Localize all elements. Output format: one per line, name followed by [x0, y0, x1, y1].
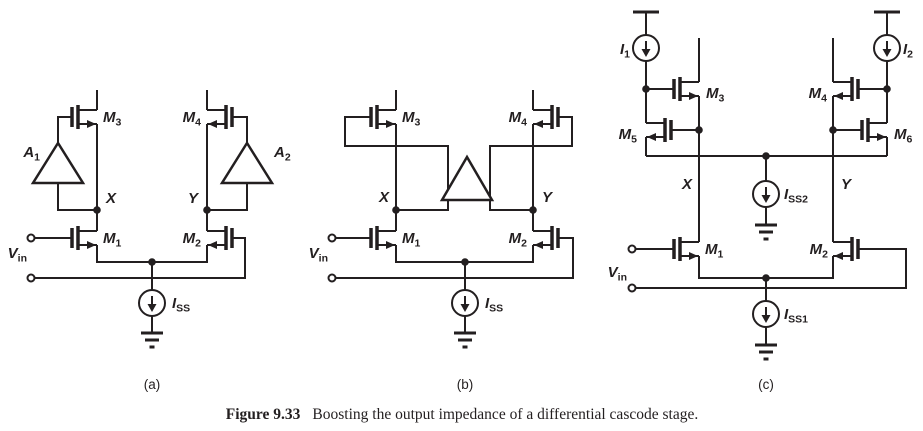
label-node-y-a: Y [188, 190, 200, 207]
label-node-y-b: Y [542, 189, 554, 206]
ground-b [454, 331, 476, 349]
label-node-x-c: X [681, 176, 693, 193]
label-m3-c: M3 [706, 85, 725, 105]
label-node-x-a: X [105, 190, 117, 207]
label-i2-c: I2 [903, 41, 913, 61]
label-m2-a: M2 [183, 230, 202, 250]
current-source-iss-a [138, 289, 166, 317]
label-m3-b: M3 [402, 109, 421, 129]
junction-dots-c [642, 85, 891, 282]
label-iss-a: ISS [172, 295, 190, 315]
mosfet-m3-b [369, 105, 396, 129]
current-source-iss2-c [752, 180, 780, 208]
subfigure-tag-a: (a) [144, 377, 161, 392]
label-node-y-c: Y [841, 176, 853, 193]
input-terminal-minus-a [26, 273, 36, 283]
label-m4-b: M4 [509, 109, 528, 129]
label-vin-c: Vin [608, 264, 627, 284]
figure-caption-number: Figure 9.33 [226, 406, 301, 423]
label-m3-a: M3 [103, 109, 122, 129]
current-source-i2-c [873, 34, 901, 62]
label-m4-a: M4 [183, 109, 202, 129]
input-terminal-minus-b [327, 273, 337, 283]
label-m2-b: M2 [509, 230, 528, 250]
label-m2-c: M2 [810, 241, 829, 261]
label-a1: A1 [22, 144, 40, 164]
label-i1-c: I1 [620, 41, 630, 61]
label-node-x-b: X [378, 189, 390, 206]
mosfet-m4-a [207, 105, 234, 129]
subfigure-tag-b: (b) [457, 377, 474, 392]
label-m4-c: M4 [809, 85, 828, 105]
circuit-c: I1 I2 M3 M4 M5 M6 X Y ISS2 M1 M2 Vin ISS… [608, 10, 913, 392]
label-a2: A2 [273, 144, 291, 164]
label-m1-c: M1 [705, 241, 724, 261]
mosfet-m1-c [672, 237, 699, 261]
circuit-b-wires [336, 90, 574, 333]
boost-amp-a1 [30, 140, 86, 185]
input-terminal-minus-c [627, 283, 637, 293]
mosfet-m1-b [369, 226, 396, 250]
mosfet-m2-c [833, 237, 860, 261]
current-source-i1-c [632, 34, 660, 62]
mosfet-m4-c [833, 77, 860, 101]
mosfet-m3-c [672, 77, 699, 101]
mosfet-m6-c [860, 118, 887, 142]
junction-dots-a [93, 206, 211, 266]
figure-caption: Figure 9.33 Boosting the output impedance… [226, 406, 698, 423]
figure-caption-text: Boosting the output impedance of a diffe… [312, 406, 698, 423]
current-source-iss-b [451, 289, 479, 317]
input-terminal-plus-a [26, 233, 36, 243]
mosfet-m1-a [70, 226, 97, 250]
label-m6-c: M6 [894, 126, 913, 146]
label-m1-a: M1 [103, 230, 122, 250]
input-terminal-plus-b [327, 233, 337, 243]
ground-iss1-c [755, 343, 777, 361]
mosfet-m5-c [646, 118, 673, 142]
boost-amp-a2 [219, 140, 275, 185]
circuit-a-wires [35, 90, 248, 333]
subfigure-tag-c: (c) [758, 377, 774, 392]
mosfet-m4-b [533, 105, 560, 129]
mosfet-m3-a [70, 105, 97, 129]
mosfet-m2-a [207, 226, 234, 250]
ground-iss2-c [755, 223, 777, 241]
label-m1-b: M1 [402, 230, 421, 250]
boost-amp-b [439, 154, 495, 202]
ground-a [141, 331, 163, 349]
circuit-a: M3 M4 A1 A2 X Y M1 M2 Vin ISS (a) [8, 90, 291, 392]
label-iss2-c: ISS2 [784, 186, 808, 206]
junction-dots-b [392, 206, 537, 266]
label-iss-b: ISS [485, 295, 503, 315]
label-vin-b: Vin [309, 245, 328, 265]
label-iss1-c: ISS1 [784, 306, 808, 326]
label-m5-c: M5 [619, 126, 638, 146]
input-terminal-plus-c [627, 244, 637, 254]
current-source-iss1-c [752, 300, 780, 328]
circuit-b: M3 M4 X Y M1 M2 Vin ISS (b) [309, 90, 574, 392]
label-vin-a: Vin [8, 245, 27, 265]
mosfet-m2-b [533, 226, 560, 250]
